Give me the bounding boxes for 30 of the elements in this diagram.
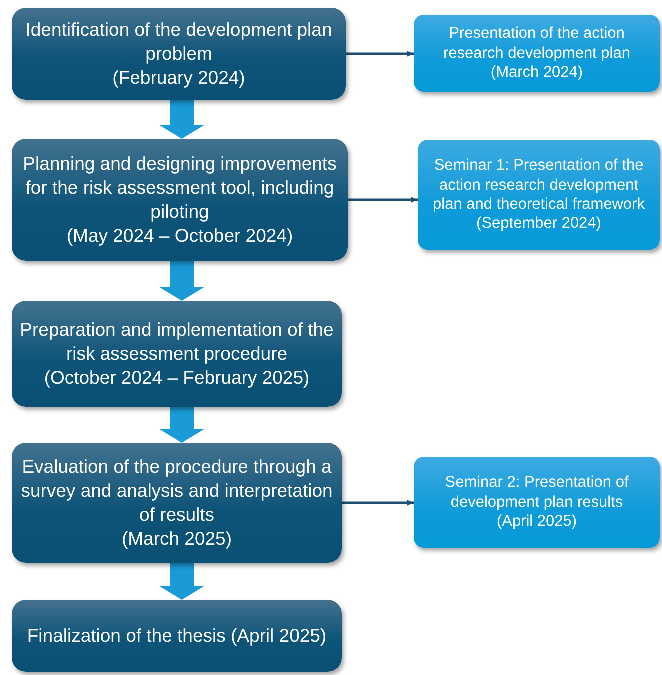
step-text: Preparation and implementation of the risk assessment procedure xyxy=(20,318,334,366)
block-arrow xyxy=(159,563,205,600)
step-text: Identification of the development plan problem xyxy=(24,18,334,66)
block-arrow xyxy=(159,261,205,301)
block-arrow xyxy=(159,100,205,139)
milestone-box xyxy=(414,457,660,548)
process-box xyxy=(12,600,342,672)
arrow xyxy=(348,197,418,203)
date-text: (April 2025) xyxy=(496,512,578,532)
date-text: (October 2024 – February 2025) xyxy=(44,366,310,390)
step-text: Seminar 2: Presentation of development plan results xyxy=(444,473,630,512)
process-box xyxy=(12,8,346,100)
arrow xyxy=(342,500,414,506)
date-text: (September 2024) xyxy=(476,214,602,234)
step-text: Evaluation of the procedure through a survey and analysis and interpretation of results xyxy=(20,454,334,527)
milestone-box xyxy=(414,15,660,92)
step-text: Seminar 1: Presentation of the action research development plan and theoretical framework xyxy=(432,156,646,214)
date-text: (March 2024) xyxy=(490,63,584,83)
process-box xyxy=(12,443,342,563)
date-text: (February 2024) xyxy=(112,66,246,90)
arrow xyxy=(346,51,414,57)
date-text: (May 2024 – October 2024) xyxy=(66,224,294,248)
process-box xyxy=(12,301,342,407)
step-text: Planning and designing improvements for the risk assessment tool, including piloting xyxy=(22,152,338,224)
milestone-box xyxy=(418,140,660,250)
step-text: Finalization of the thesis (April 2025) xyxy=(27,624,327,648)
block-arrow xyxy=(159,407,205,443)
date-text: (March 2025) xyxy=(122,527,232,552)
step-text: Presentation of the action research development plan xyxy=(442,24,632,64)
process-box xyxy=(12,139,348,261)
